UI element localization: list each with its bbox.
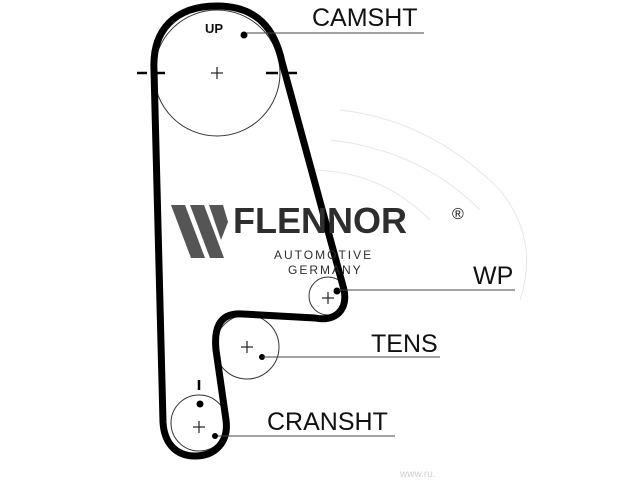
crankshaft-label: CRANSHT [267,408,388,436]
tensioner-pulley [214,314,280,380]
flennor-logo: FLENNOR ® AUTOMOTIVE GERMANY [171,200,464,277]
brand-line-1: AUTOMOTIVE [274,248,373,262]
brand-name: FLENNOR [233,200,407,241]
registered-mark: ® [452,206,464,223]
url-watermark: www.ru. [399,469,436,480]
leader-lines [218,32,515,437]
tensioner-label: TENS [371,330,438,358]
background-watermark-arcs [309,109,528,301]
crankshaft-pulley [170,380,228,452]
up-mark-label: UP [205,21,223,36]
timing-belt [150,2,349,460]
camshaft-timing-dot [240,31,248,39]
brand-line-2: GERMANY [288,263,363,277]
water-pump-label: WP [473,262,513,290]
camshaft-label: CAMSHT [312,4,418,32]
flennor-logo-mark [171,205,228,258]
